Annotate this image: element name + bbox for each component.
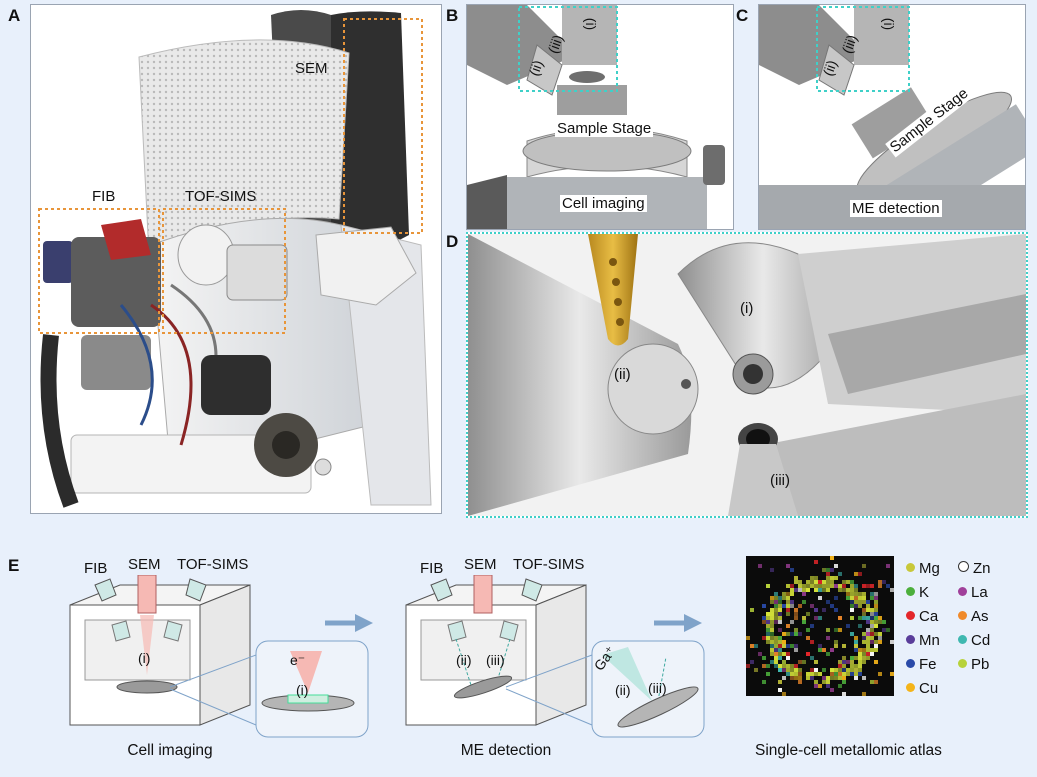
- legend-dot-icon: [958, 659, 967, 668]
- atlas-caption: Single-cell metallomic atlas: [755, 742, 942, 759]
- flow-arrow-2: [654, 614, 702, 632]
- legend-dot-icon: [958, 561, 969, 572]
- me-detection-stage-drawing: [759, 5, 1025, 229]
- panel-b-letter: B: [446, 6, 459, 25]
- legend-label: Cd: [971, 632, 991, 649]
- panel-d-illustration: [466, 232, 1028, 518]
- legend-item-mn: Mn: [906, 632, 940, 649]
- legend-label: Ca: [919, 608, 939, 625]
- legend-dot-icon: [906, 587, 915, 596]
- panel-c-mode-label: ME detection: [850, 200, 942, 217]
- e2-fib-label: FIB: [420, 560, 444, 577]
- e2-mark-ii: (ii): [456, 652, 472, 668]
- e1-mark-i: (i): [138, 650, 151, 666]
- legend-item-cu: Cu: [906, 680, 938, 697]
- legend-label: Pb: [971, 656, 990, 673]
- e1-caption: Cell imaging: [127, 742, 213, 759]
- e2-inset-iii: (iii): [648, 680, 667, 696]
- panel-b-stage-label: Sample Stage: [555, 120, 654, 137]
- e1-inset-mark: (i): [296, 682, 309, 698]
- panel-d-mark-iii: (iii): [770, 472, 790, 489]
- detector-closeup-drawing: [468, 234, 1026, 516]
- panel-e-letter: E: [8, 556, 20, 575]
- legend-item-zn: Zn: [958, 560, 991, 577]
- legend-item-ca: Ca: [906, 608, 938, 625]
- legend-item-k: K: [906, 584, 929, 601]
- panel-c-illustration: [758, 4, 1026, 230]
- panel-b-mode-label: Cell imaging: [560, 195, 647, 212]
- e2-mark-iii: (iii): [486, 652, 505, 668]
- legend-label: As: [971, 608, 989, 625]
- legend-dot-icon: [958, 587, 967, 596]
- legend-dot-icon: [906, 659, 915, 668]
- e2-caption: ME detection: [460, 742, 552, 759]
- e1-fib-label: FIB: [84, 560, 108, 577]
- legend-label: Fe: [919, 656, 937, 673]
- legend-dot-icon: [906, 635, 915, 644]
- e1-sem-label: SEM: [128, 556, 161, 573]
- legend-label: La: [971, 584, 988, 601]
- panel-b-mark-i: (i): [583, 17, 600, 31]
- e1-schematic: [69, 575, 369, 738]
- fib-label: FIB: [92, 188, 116, 205]
- panel-a-illustration: [30, 4, 442, 514]
- legend-dot-icon: [906, 563, 915, 572]
- legend-dot-icon: [906, 611, 915, 620]
- legend-item-la: La: [958, 584, 988, 601]
- legend-item-as: As: [958, 608, 989, 625]
- tofsims-label: TOF-SIMS: [185, 188, 257, 205]
- e2-tofsims-label: TOF-SIMS: [513, 556, 585, 573]
- legend-label: Mn: [919, 632, 940, 649]
- legend-item-pb: Pb: [958, 656, 989, 673]
- panel-d-mark-ii: (ii): [614, 366, 631, 383]
- e1-tofsims-label: TOF-SIMS: [177, 556, 249, 573]
- legend-label: Mg: [919, 560, 940, 577]
- panel-a-letter: A: [8, 6, 21, 25]
- legend-label: K: [919, 584, 930, 601]
- legend-dot-icon: [906, 683, 915, 692]
- e2-inset-ii: (ii): [615, 682, 631, 698]
- sem-label: SEM: [295, 60, 328, 77]
- fib-sem-instrument-drawing: [31, 5, 441, 513]
- legend-dot-icon: [958, 611, 967, 620]
- e2-sem-label: SEM: [464, 556, 497, 573]
- legend-label: Cu: [919, 680, 939, 697]
- legend-label: Zn: [973, 560, 991, 577]
- panel-c-letter: C: [736, 6, 749, 25]
- panel-c-mark-i: (i): [881, 17, 898, 31]
- panel-d-mark-i: (i): [740, 300, 754, 317]
- legend-dot-icon: [958, 635, 967, 644]
- flow-arrow-1: [325, 614, 373, 632]
- metallomic-atlas-image: [746, 556, 894, 696]
- e2-schematic: [405, 575, 705, 738]
- panel-d-letter: D: [446, 232, 459, 251]
- e1-inset-beam: e⁻: [290, 652, 306, 668]
- legend-item-fe: Fe: [906, 656, 937, 673]
- legend-item-mg: Mg: [906, 560, 940, 577]
- legend-item-cd: Cd: [958, 632, 990, 649]
